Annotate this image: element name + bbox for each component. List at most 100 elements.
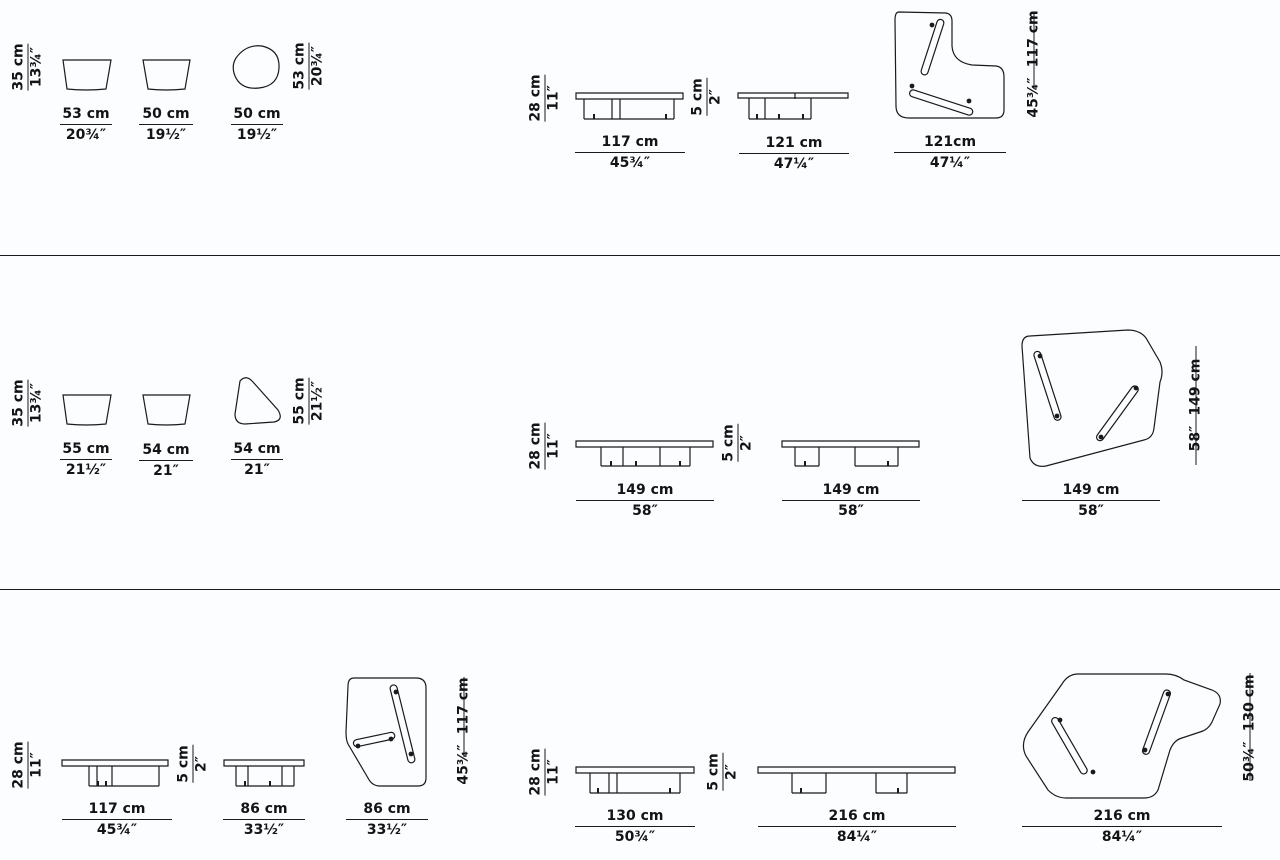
dim-in: 45¾″ — [455, 744, 472, 785]
section-divider — [0, 589, 1280, 590]
dim-cm: 149 cm — [1062, 482, 1120, 498]
dim-in: 21″ — [153, 463, 179, 479]
dim-cm: 54 cm — [233, 441, 281, 457]
dim-in: 47¼″ — [929, 155, 971, 171]
table-width-dim: 121 cm 47¼″ — [739, 135, 849, 173]
table-leg-plan — [1033, 350, 1062, 421]
dim-in: 11″ — [545, 85, 562, 111]
dim-in: 11″ — [545, 433, 562, 459]
dim-in: 2″ — [193, 756, 210, 773]
stool-side-view — [62, 59, 112, 91]
dim-in: 2″ — [723, 764, 740, 781]
table-leg-plan — [1141, 689, 1172, 755]
stool-side-view — [62, 394, 112, 426]
plan-width-dim: 216 cm 84¼″ — [1022, 808, 1222, 846]
table-width-dim: 149 cm 58″ — [576, 482, 714, 520]
stool-height-dim: 35 cm 13¾″ — [10, 43, 46, 91]
dim-in: 33½″ — [366, 822, 408, 838]
dim-cm: 117 cm — [455, 677, 472, 735]
dim-in: 19½″ — [236, 127, 278, 143]
dim-in: 2″ — [707, 89, 724, 106]
dim-in: 33½″ — [243, 822, 285, 838]
stool-top-width-dim: 50 cm 19½″ — [231, 106, 283, 144]
table-height-dim: 28 cm 11″ — [10, 741, 46, 789]
dim-rule — [60, 459, 112, 460]
dim-rule — [60, 124, 112, 125]
dim-rule — [782, 500, 920, 501]
dim-cm: 35 cm — [10, 43, 27, 91]
dim-in: 21½″ — [309, 380, 326, 422]
dim-in: 45¾″ — [96, 822, 138, 838]
dim-cm: 35 cm — [10, 379, 27, 427]
dim-cm: 5 cm — [720, 424, 737, 462]
plan-depth-dim: 50¾″ 130 cm — [1242, 674, 1259, 781]
dim-in: 47¼″ — [773, 156, 815, 172]
dim-in: 20¾″ — [309, 45, 326, 87]
dim-rule — [739, 153, 849, 154]
dim-cm: 130 cm — [606, 808, 664, 824]
dim-cm: 117 cm — [1025, 10, 1042, 68]
table-width-dim: 130 cm 50¾″ — [575, 808, 695, 846]
dim-cm: 55 cm — [62, 441, 110, 457]
dim-in: 11″ — [545, 759, 562, 785]
dim-rule — [758, 826, 956, 827]
dim-rule — [575, 826, 695, 827]
table-side-view — [575, 440, 714, 448]
dim-in: 21½″ — [65, 462, 107, 478]
plan-depth-dim: 58″ 149 cm — [1188, 359, 1205, 452]
dim-in: 45¾″ — [1025, 77, 1042, 118]
dim-in: 84¼″ — [836, 829, 878, 845]
dim-rule — [62, 819, 172, 820]
dim-rule — [1022, 500, 1160, 501]
plan-depth-dim: 45¾″ 117 cm — [456, 677, 473, 784]
dim-cm: 28 cm — [527, 748, 544, 796]
dim-cm: 149 cm — [616, 482, 674, 498]
dim-cm: 5 cm — [175, 745, 192, 783]
dim-in: 58″ — [838, 503, 864, 519]
stool-top-depth-dim: 55 cm 21½″ — [292, 377, 327, 425]
dim-cm: 28 cm — [527, 74, 544, 122]
table-width-dim: 149 cm 58″ — [782, 482, 920, 520]
table-height-dim: 28 cm 11″ — [527, 748, 563, 796]
top-thickness-dim: 5 cm 2″ — [690, 78, 725, 116]
dim-cm: 53 cm — [291, 42, 308, 90]
top-thickness-dim: 5 cm 2″ — [706, 753, 741, 791]
dim-cm: 53 cm — [62, 106, 110, 122]
dim-rule — [894, 152, 1006, 153]
dim-cm: 216 cm — [828, 808, 886, 824]
plan-width-dim: 86 cm 33½″ — [346, 801, 428, 839]
plan-depth-dim: 45¾″ 117 cm — [1026, 10, 1043, 117]
dim-cm: 50 cm — [233, 106, 281, 122]
plan-width-dim: 121cm 47¼″ — [894, 134, 1006, 172]
dim-rule — [223, 819, 305, 820]
dim-rule — [231, 459, 283, 460]
dim-rule — [139, 460, 193, 461]
table-width-dim: 117 cm 45¾″ — [62, 801, 172, 839]
dim-rule — [231, 124, 283, 125]
dim-in: 11″ — [28, 752, 45, 778]
dim-cm: 28 cm — [527, 422, 544, 470]
stool-top-depth-dim: 53 cm 20¾″ — [291, 42, 327, 90]
table-side-view — [737, 92, 849, 99]
dim-in: 21″ — [244, 462, 270, 478]
dim-in: 13¾″ — [28, 382, 45, 424]
dim-in: 50¾″ — [614, 829, 656, 845]
table-side-view — [575, 766, 695, 774]
dim-cm: 121 cm — [765, 135, 823, 151]
table-leg-plan — [1051, 716, 1088, 775]
dim-in: 84¼″ — [1101, 829, 1143, 845]
table-leg-plan — [1095, 385, 1139, 442]
dim-rule — [139, 124, 193, 125]
stool-width-dim: 54 cm 21″ — [139, 442, 193, 480]
dim-cm: 130 cm — [1241, 674, 1258, 732]
dim-cm: 28 cm — [10, 741, 27, 789]
table-side-view — [781, 440, 920, 448]
dim-cm: 216 cm — [1093, 808, 1151, 824]
table-leg-plan — [352, 731, 396, 748]
table-side-view — [757, 766, 956, 774]
table-leg-plan — [908, 89, 974, 116]
table-leg-plan — [920, 18, 945, 76]
stool-height-dim: 35 cm 13¾″ — [10, 379, 46, 427]
